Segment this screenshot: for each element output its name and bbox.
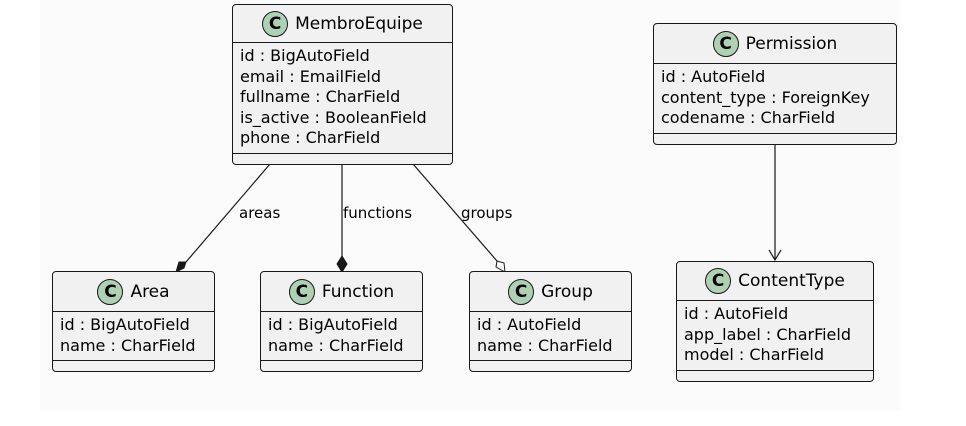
class-name: ContentType (738, 271, 845, 291)
field-row: id : BigAutoField (268, 315, 398, 334)
field-row: id : AutoField (477, 315, 582, 334)
class-group[interactable]: C Group id : AutoField name : CharField (469, 271, 632, 372)
field-row: name : CharField (60, 335, 196, 355)
field-row: content_type : ForeignKey (661, 87, 870, 107)
class-c-icon: C (97, 278, 124, 305)
class-c-icon: C (288, 278, 315, 305)
edge-label-areas: areas (239, 204, 281, 222)
field-row: codename : CharField (661, 108, 836, 127)
edge-label-functions: functions (343, 204, 413, 222)
edge-label-groups: groups (461, 204, 513, 222)
field-row: name : CharField (268, 335, 404, 355)
class-contenttype[interactable]: C ContentType id : AutoField app_label :… (676, 261, 874, 382)
class-fields: id : AutoField content_type : ForeignKey… (654, 64, 896, 134)
field-row: is_active : BooleanField (240, 107, 427, 127)
class-c-icon: C (508, 278, 535, 305)
class-fields: id : BigAutoField name : CharField (53, 312, 214, 361)
field-row: app_label : CharField (684, 324, 851, 344)
class-fields: id : BigAutoField name : CharField (261, 312, 422, 361)
field-row: id : AutoField (684, 304, 789, 323)
field-row: name : CharField (477, 335, 613, 355)
class-fields: id : AutoField name : CharField (470, 312, 631, 361)
class-permission[interactable]: C Permission id : AutoField content_type… (653, 23, 897, 145)
class-name: Area (130, 281, 170, 302)
class-header: C Function (261, 272, 422, 312)
class-name: Group (541, 281, 593, 302)
field-row: id : BigAutoField (240, 46, 370, 65)
class-area[interactable]: C Area id : BigAutoField name : CharFiel… (52, 271, 215, 372)
class-fields: id : BigAutoField email : EmailField ful… (233, 43, 452, 154)
class-header: C Permission (654, 24, 896, 64)
class-name: MembroEquipe (295, 13, 423, 34)
class-header: C Group (470, 272, 631, 312)
class-name: Permission (745, 33, 838, 54)
class-c-icon: C (262, 10, 289, 37)
class-fields: id : AutoField app_label : CharField mod… (677, 301, 873, 371)
class-header: C Area (53, 272, 214, 312)
class-name: Function (321, 281, 395, 302)
field-row: fullname : CharField (240, 87, 401, 106)
field-row: id : BigAutoField (60, 315, 190, 334)
class-c-icon: C (712, 30, 739, 57)
class-header: C ContentType (677, 262, 873, 301)
field-row: phone : CharField (240, 128, 381, 147)
class-membroequipe[interactable]: C MembroEquipe id : BigAutoField email :… (232, 4, 453, 165)
field-row: id : AutoField (661, 67, 766, 86)
class-c-icon: C (705, 268, 732, 294)
field-row: model : CharField (684, 345, 825, 364)
class-function[interactable]: C Function id : BigAutoField name : Char… (260, 271, 423, 372)
field-row: email : EmailField (240, 66, 382, 86)
class-header: C MembroEquipe (233, 5, 452, 43)
